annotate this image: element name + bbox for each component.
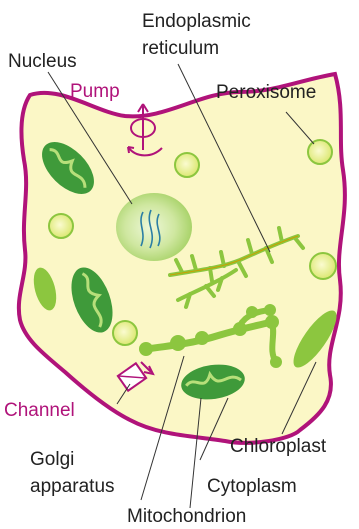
label-endoplasmic-line1: Endoplasmic [142, 11, 251, 32]
nucleus [116, 193, 192, 261]
label-golgi-line2: apparatus [30, 476, 115, 497]
label-golgi-line1: Golgi [30, 449, 74, 470]
label-channel: Channel [4, 400, 75, 421]
label-pump: Pump [70, 81, 120, 102]
label-mitochondrion: Mitochondrion [127, 506, 246, 527]
label-nucleus: Nucleus [8, 51, 77, 72]
label-chloroplast: Chloroplast [230, 436, 327, 457]
label-endoplasmic-line2: reticulum [142, 38, 219, 59]
label-peroxisome: Peroxisome [216, 82, 316, 103]
label-cytoplasm: Cytoplasm [207, 476, 297, 497]
